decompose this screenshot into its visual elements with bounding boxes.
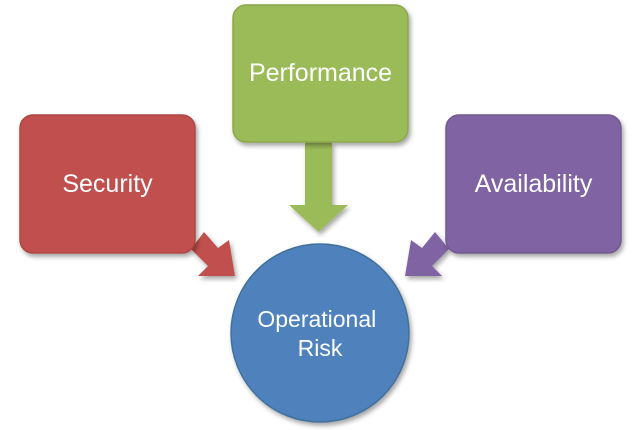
performance-to-risk-arrow [289, 142, 348, 232]
security-node: Security [19, 114, 196, 254]
availability-box [445, 114, 622, 254]
operational-risk-label: Operational Risk [257, 306, 382, 361]
availability-label: Availability [475, 170, 593, 198]
performance-label: Performance [249, 59, 392, 87]
availability-to-risk-arrow [405, 232, 449, 276]
performance-box [232, 4, 409, 143]
performance-node: Performance [232, 4, 409, 143]
security-label: Security [62, 170, 153, 198]
operational-risk-node: Operational Risk [230, 243, 410, 423]
operational-risk-label-line2: Risk [298, 335, 343, 361]
operational-risk-label-line1: Operational [257, 306, 376, 332]
operational-risk-circle [230, 243, 410, 423]
availability-node: Availability [445, 114, 622, 254]
security-to-risk-arrow [191, 232, 235, 276]
security-box [19, 114, 196, 254]
